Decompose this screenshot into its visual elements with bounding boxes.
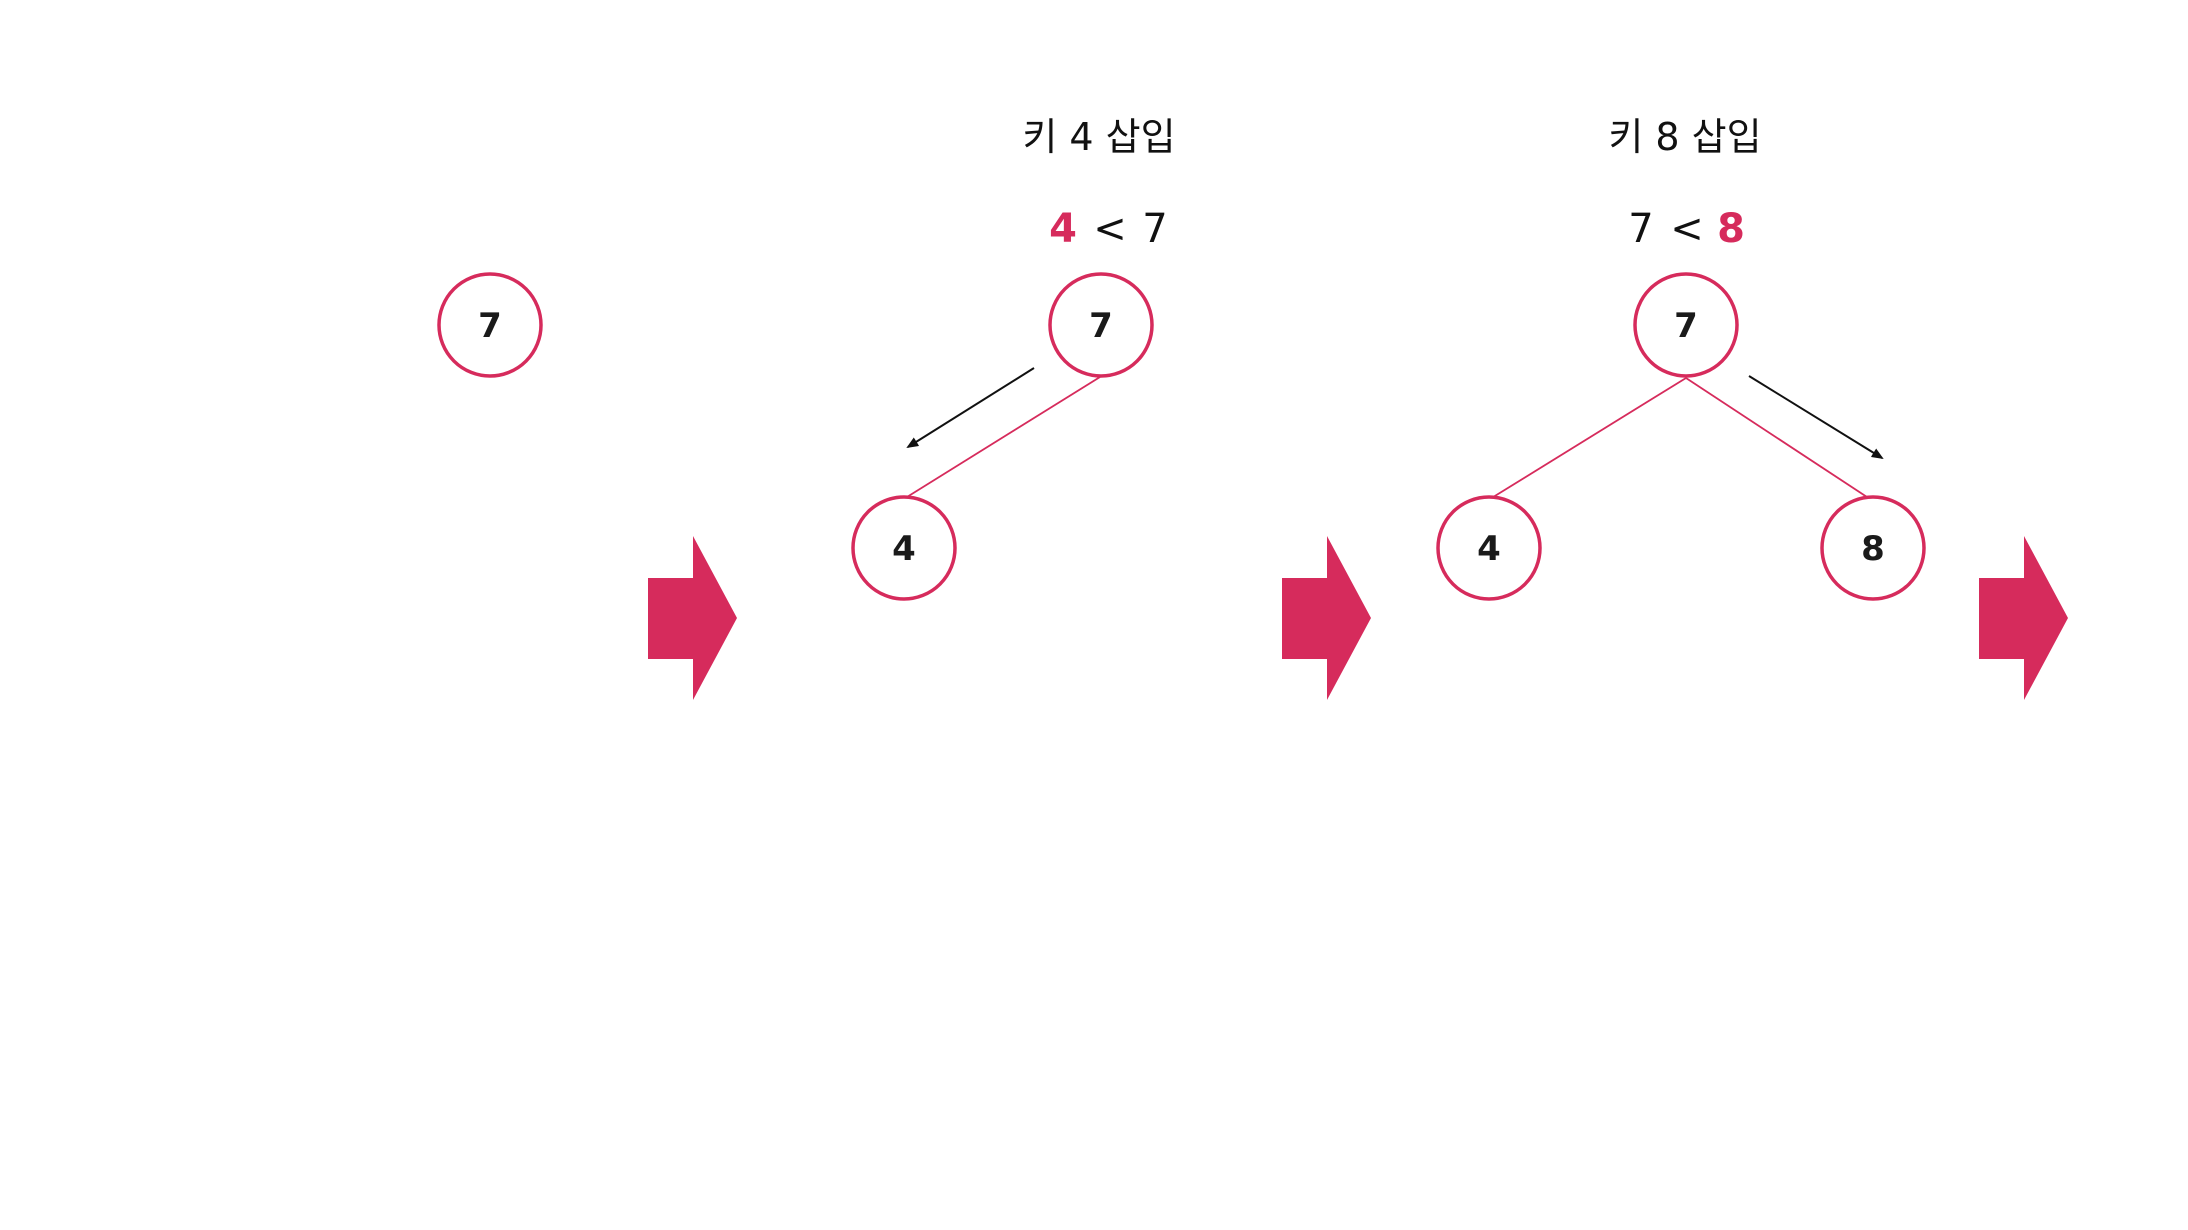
comparison-operator: < (1670, 206, 1704, 252)
step-title: 키 4 삽입 (1022, 115, 1175, 159)
node-value: 7 (1089, 306, 1113, 346)
node-value: 8 (1861, 529, 1885, 569)
node-left: 4 (1436, 495, 1542, 601)
node-circle (1633, 272, 1739, 378)
comparison-left: 4 (1049, 206, 1077, 252)
step-3: 키 8 삽입 7 < 8 7 4 8 (1436, 115, 1926, 601)
comparison-operator: < (1093, 206, 1127, 252)
node-circle (1820, 495, 1926, 601)
direction-arrow-icon (906, 367, 1035, 449)
tree-edge (1489, 377, 1687, 500)
right-arrow-icon (1282, 536, 1371, 700)
node-root: 7 (1633, 272, 1739, 378)
step-title: 키 8 삽입 (1608, 115, 1761, 159)
right-arrow-icon (1979, 536, 2068, 700)
node-circle (851, 495, 957, 601)
node-left: 4 (851, 495, 957, 601)
right-arrow-icon (648, 536, 737, 700)
node-circle (1436, 495, 1542, 601)
step-1: 7 (437, 272, 543, 378)
tree-edge (906, 376, 1101, 498)
node-root: 7 (437, 272, 543, 378)
node-root: 7 (1048, 272, 1154, 378)
node-value: 4 (892, 529, 916, 569)
node-circle (437, 272, 543, 378)
comparison-right: 8 (1717, 206, 1745, 252)
direction-arrow-icon (1748, 375, 1884, 460)
node-right: 8 (1820, 495, 1926, 601)
comparison-left: 7 (1628, 206, 1653, 252)
node-value: 7 (478, 306, 502, 346)
step-2: 키 4 삽입 4 < 7 7 4 (851, 115, 1176, 601)
comparison: 4 < 7 (1049, 206, 1168, 252)
comparison-right: 7 (1142, 206, 1167, 252)
node-value: 7 (1674, 306, 1698, 346)
tree-edge (1685, 377, 1871, 500)
node-circle (1048, 272, 1154, 378)
comparison: 7 < 8 (1628, 206, 1745, 252)
node-value: 4 (1477, 529, 1501, 569)
